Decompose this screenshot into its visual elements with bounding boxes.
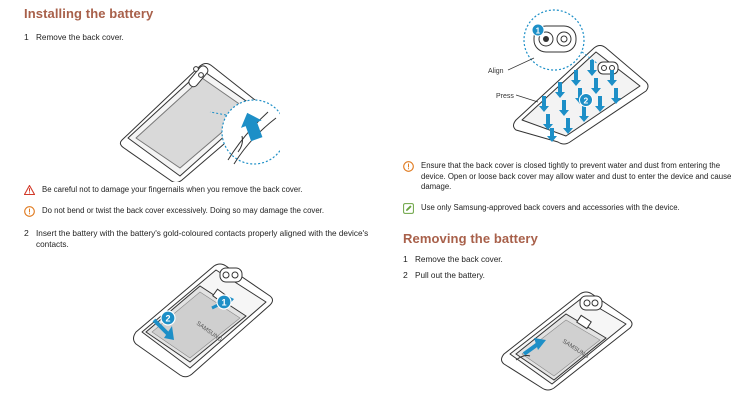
- remove-step-1: 1 Remove the back cover.: [403, 254, 723, 265]
- warning-close-cover: Ensure that the back cover is closed tig…: [403, 161, 733, 193]
- insert-battery-illustration: SAMSUNG 2 1: [133, 263, 273, 378]
- note-text: Use only Samsung-approved back covers an…: [421, 203, 680, 212]
- warning-text: Do not bend or twist the back cover exce…: [42, 206, 324, 215]
- step-number: 2: [403, 270, 408, 280]
- press-badge-text: 2: [584, 96, 589, 106]
- step-badge: [216, 294, 232, 310]
- note-pencil-icon: [403, 203, 421, 218]
- removing-battery-heading: Removing the battery: [403, 231, 538, 246]
- step-number: 2: [24, 228, 29, 238]
- installing-battery-heading: Installing the battery: [24, 6, 154, 21]
- caution-fingernails: Be careful not to damage your fingernail…: [23, 184, 364, 199]
- step-text: Remove the back cover.: [415, 255, 503, 264]
- install-step-1: 1 Remove the back cover.: [24, 32, 354, 43]
- caution-triangle-icon: [23, 184, 42, 199]
- press-label: Press: [496, 93, 514, 100]
- warning-bend-cover: Do not bend or twist the back cover exce…: [24, 206, 374, 221]
- remove-battery-illustration: SAMSUNG: [501, 291, 633, 391]
- step-badge: [160, 310, 176, 326]
- caution-text: Be careful not to damage your fingernail…: [42, 185, 303, 194]
- step-text: Remove the back cover.: [36, 33, 124, 42]
- attach-back-cover-illustration: 1 Align Press 2: [488, 9, 649, 145]
- warning-circle-icon: [24, 206, 42, 221]
- step-text: Insert the battery with the battery's go…: [36, 229, 369, 249]
- warning-circle-icon: [403, 161, 421, 193]
- remove-back-cover-illustration: [119, 63, 280, 182]
- step-badge-text: 2: [166, 314, 171, 324]
- install-step-2: 2 Insert the battery with the battery's …: [24, 228, 374, 250]
- step-badge-text: 1: [222, 298, 227, 308]
- remove-step-2: 2 Pull out the battery.: [403, 270, 723, 281]
- zoom-badge-text: 1: [536, 27, 541, 36]
- note-approved-accessories: Use only Samsung-approved back covers an…: [403, 203, 733, 218]
- step-number: 1: [24, 32, 29, 42]
- step-text: Pull out the battery.: [415, 271, 485, 280]
- step-number: 1: [403, 254, 408, 264]
- warning-text: Ensure that the back cover is closed tig…: [421, 161, 732, 192]
- align-label: Align: [488, 68, 504, 75]
